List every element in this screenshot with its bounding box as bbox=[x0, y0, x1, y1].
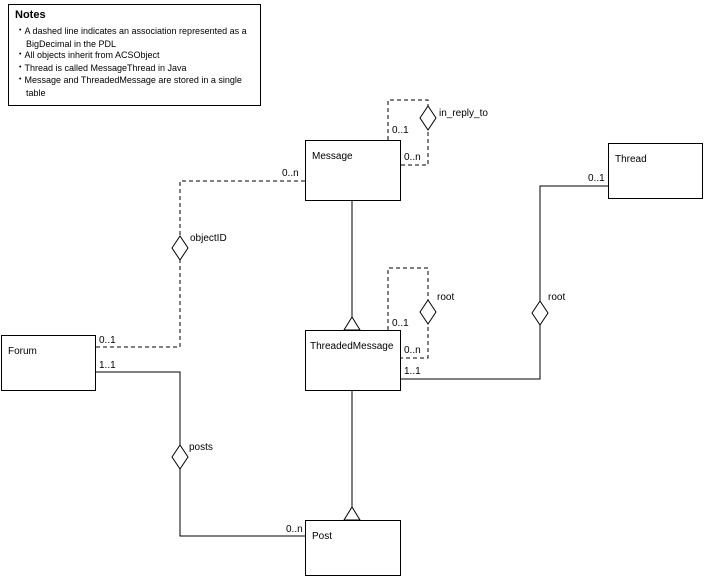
notes-title: Notes bbox=[15, 9, 46, 21]
objectid-diamond-icon bbox=[171, 235, 189, 261]
in-reply-to-mult-near: 0..1 bbox=[392, 125, 409, 136]
in-reply-to-diamond-icon bbox=[419, 105, 437, 131]
entity-boxes bbox=[1, 140, 703, 576]
thread-root-mult-thread: 0..1 bbox=[588, 173, 605, 184]
posts-label: posts bbox=[189, 442, 213, 453]
note-item: •A dashed line indicates an association … bbox=[15, 26, 254, 50]
note-text: Message and ThreadedMessage are stored i… bbox=[24, 75, 242, 98]
thread-root-association-line bbox=[400, 185, 608, 380]
post-entity-label: Post bbox=[312, 531, 332, 542]
inheritance-triangle-icon bbox=[343, 506, 361, 521]
posts-mult-forum: 1..1 bbox=[99, 360, 116, 371]
root-self-mult-near: 0..1 bbox=[392, 318, 409, 329]
root-self-mult-far: 0..n bbox=[404, 345, 421, 356]
message-entity-box bbox=[305, 140, 401, 201]
objectid-association-line bbox=[95, 180, 305, 348]
root-self-diamond-icon bbox=[419, 299, 437, 325]
in-reply-to-mult-far: 0..n bbox=[404, 152, 421, 163]
bullet-icon: • bbox=[19, 63, 22, 71]
posts-diamond-icon bbox=[171, 444, 189, 470]
thread-root-mult-threadedmessage: 1..1 bbox=[404, 366, 421, 377]
thread-root-label: root bbox=[548, 292, 565, 303]
forum-entity-label: Forum bbox=[8, 346, 37, 357]
notes-list: •A dashed line indicates an association … bbox=[15, 26, 254, 99]
objectid-label: objectID bbox=[190, 233, 227, 244]
association-labels: in_reply_to 0..1 0..n root 0..1 0..n obj… bbox=[99, 108, 605, 535]
posts-association-line bbox=[95, 371, 305, 537]
thread-entity-box bbox=[608, 143, 703, 199]
threadedmessage-entity-box bbox=[305, 330, 401, 391]
thread-entity-label: Thread bbox=[615, 154, 647, 165]
notes-box: Notes •A dashed line indicates an associ… bbox=[8, 4, 261, 106]
note-text: All objects inherit from ACSObject bbox=[24, 50, 160, 60]
in-reply-to-association-line bbox=[387, 99, 429, 166]
post-entity-box bbox=[305, 520, 401, 576]
note-text: Thread is called MessageThread in Java bbox=[24, 62, 187, 73]
connector-shapes bbox=[171, 105, 549, 521]
forum-entity-box bbox=[1, 335, 96, 391]
thread-root-diamond-icon bbox=[531, 300, 549, 326]
message-entity-label: Message bbox=[312, 151, 353, 162]
threadedmessage-entity-label: ThreadedMessage bbox=[310, 341, 394, 352]
root-self-association-line bbox=[387, 267, 429, 359]
inheritance-triangle-icon bbox=[343, 316, 361, 331]
note-item: •Thread is called MessageThread in Java bbox=[15, 63, 254, 76]
note-text: A dashed line indicates an association r… bbox=[24, 26, 247, 49]
in-reply-to-label: in_reply_to bbox=[439, 108, 488, 119]
bullet-icon: • bbox=[19, 51, 22, 58]
posts-mult-post: 0..n bbox=[286, 524, 303, 535]
root-self-label: root bbox=[437, 292, 454, 303]
objectid-mult-forum: 0..1 bbox=[99, 335, 116, 346]
objectid-mult-message: 0..n bbox=[282, 168, 299, 179]
bullet-icon: • bbox=[19, 27, 22, 34]
entity-labels: Message Thread Forum ThreadedMessage Pos… bbox=[8, 151, 647, 542]
note-item: •All objects inherit from ACSObject bbox=[15, 50, 254, 63]
note-item: •Message and ThreadedMessage are stored … bbox=[15, 75, 254, 99]
bullet-icon: • bbox=[19, 76, 22, 83]
